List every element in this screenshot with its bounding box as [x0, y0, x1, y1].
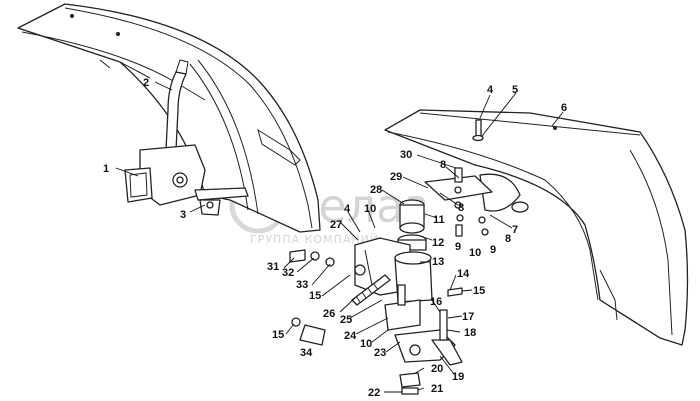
callout-4b: 4	[344, 203, 351, 215]
callout-13: 13	[432, 256, 444, 268]
callouts: 1 2 3 4 5 6 30 8 29 28 11 8 7 4 10 27 12…	[103, 77, 567, 399]
callout-10c: 10	[360, 338, 372, 350]
callout-28: 28	[370, 184, 382, 196]
callout-1: 1	[103, 163, 109, 175]
callout-20: 20	[431, 363, 443, 375]
callout-34: 34	[300, 347, 313, 359]
callout-9b: 9	[490, 244, 496, 256]
callout-16: 16	[430, 296, 442, 308]
callout-25: 25	[340, 314, 352, 326]
callout-26: 26	[323, 308, 335, 320]
callout-2: 2	[143, 77, 149, 89]
callout-22: 22	[368, 387, 380, 399]
callout-15b: 15	[309, 290, 321, 302]
callout-14: 14	[457, 268, 470, 280]
callout-15c: 15	[272, 329, 284, 341]
callout-33: 33	[296, 279, 308, 291]
callout-29: 29	[390, 171, 402, 183]
callout-9: 9	[455, 241, 461, 253]
callout-8b: 8	[458, 202, 464, 214]
callout-18: 18	[464, 327, 476, 339]
right-fender	[384, 109, 689, 346]
left-bracket	[124, 144, 249, 216]
callout-10: 10	[364, 203, 376, 215]
callout-31: 31	[267, 261, 279, 273]
callout-12: 12	[432, 237, 444, 249]
callout-3: 3	[180, 209, 186, 221]
callout-32: 32	[282, 267, 294, 279]
callout-8c: 8	[505, 233, 511, 245]
callout-23: 23	[374, 347, 386, 359]
watermark-subtitle: ГРУППА КОМПАНИЙ	[250, 233, 379, 246]
callout-17: 17	[462, 311, 474, 323]
callout-24: 24	[344, 330, 357, 342]
callout-4: 4	[487, 84, 494, 96]
callout-11: 11	[433, 214, 445, 226]
callout-7: 7	[512, 224, 518, 236]
callout-30: 30	[400, 149, 412, 161]
callout-15: 15	[473, 285, 485, 297]
callout-19: 19	[452, 371, 464, 383]
callout-27: 27	[330, 219, 342, 231]
callout-21: 21	[431, 383, 443, 395]
callout-5: 5	[512, 84, 518, 96]
callout-8: 8	[440, 159, 446, 171]
hinge-assembly	[289, 199, 463, 395]
callout-6: 6	[561, 102, 567, 114]
callout-10b: 10	[469, 247, 481, 259]
leader-lines	[115, 81, 564, 393]
